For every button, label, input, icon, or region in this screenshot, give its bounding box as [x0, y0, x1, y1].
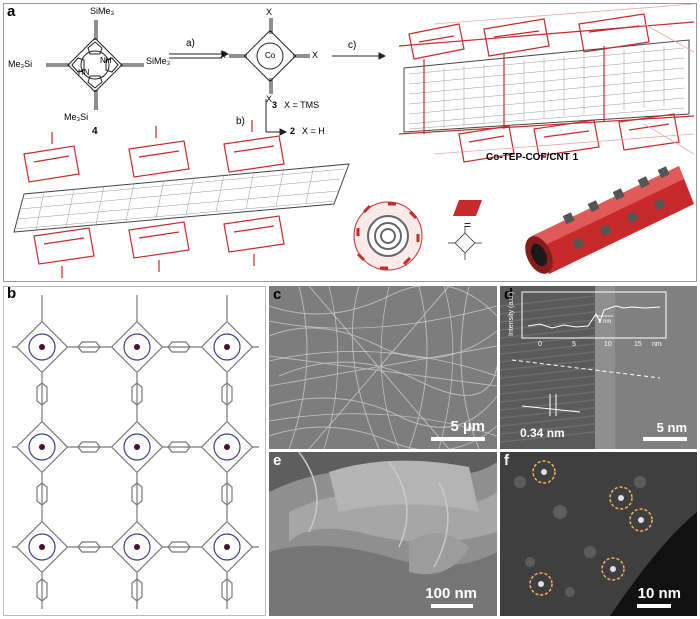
compound-3-porphyrin — [229, 18, 310, 94]
panel-e-scale-text: 100 nm — [425, 585, 477, 602]
scheme-graphics — [13, 4, 695, 278]
tms-left: Me₃Si — [8, 59, 33, 69]
equals-sign: = — [464, 218, 472, 232]
panel-d-tick-10: 10 — [604, 341, 612, 348]
panel-d-scale-text: 5 nm — [656, 420, 687, 435]
panel-c-scale-bar — [431, 437, 485, 441]
panel-b-label: b — [7, 285, 17, 302]
product-name: Co-TEP-COF/CNT 1 — [486, 152, 579, 163]
nh-label: NH — [100, 56, 112, 65]
reaction-arrows — [169, 50, 387, 136]
panel-f-scale-text: 10 nm — [637, 585, 681, 602]
compound-4-label: 4 — [92, 126, 98, 137]
compound-2-number: 2 — [290, 126, 296, 136]
x-bottom: X — [266, 94, 273, 104]
co-label: Co — [265, 51, 276, 60]
panel-d-tick-0: 0 — [538, 341, 542, 348]
compound-2-definition: X = H — [302, 126, 325, 136]
reagent-b: b) — [236, 116, 245, 127]
sem-sheets — [269, 452, 497, 616]
x-left: X — [220, 50, 227, 60]
panel-f: f 10 nm — [500, 452, 697, 616]
panel-d-scale-bar — [643, 437, 687, 441]
hn-label: HN — [78, 68, 90, 77]
compound-4-porphyrin — [46, 20, 144, 110]
cof-unit — [15, 320, 69, 374]
reagent-c: c) — [348, 40, 357, 51]
sem-nanotubes — [269, 286, 497, 449]
haadf-image — [500, 452, 697, 616]
panel-c-scale-text: 5 µm — [450, 418, 486, 435]
panel-e: e 100 nm — [269, 452, 497, 616]
single-atom-circles — [529, 460, 653, 596]
x-top: X — [266, 7, 273, 17]
panel-b: b — [3, 285, 266, 616]
tms-top: SiMe₃ — [90, 6, 115, 16]
panel-f-scale-bar — [637, 604, 671, 608]
panel-d-tick-15: 15 — [634, 341, 642, 348]
cnt-cross-section — [353, 201, 423, 271]
compound-3-number: 3 — [272, 100, 278, 110]
cnt-hybrid-bottom — [13, 120, 350, 278]
panel-d-tick-5: 5 — [572, 341, 576, 348]
reagent-a: a) — [186, 38, 195, 49]
tms-right: SiMe₃ — [146, 56, 171, 66]
compound-3-definition: X = TMS — [284, 100, 320, 110]
panel-a: a — [3, 3, 697, 282]
panel-e-scale-bar — [431, 604, 473, 608]
panel-d-inset-label: 1 nm — [598, 319, 612, 325]
cnt-3d-tube — [525, 166, 694, 274]
co-porphyrin-small — [448, 226, 482, 260]
panel-d-ylabel: Intensity (a.u.) — [508, 291, 515, 336]
panel-f-label: f — [504, 452, 509, 469]
panel-d-lattice-label: 0.34 nm — [520, 426, 565, 440]
panel-c-label: c — [273, 286, 282, 303]
panel-d: d Intensity (a.u.) 0 5 10 15 nm 1 nm 0.3… — [500, 286, 697, 449]
panel-c: c 5 µm — [269, 286, 497, 449]
profile-inset — [521, 291, 667, 339]
panel-a-label: a — [7, 3, 16, 20]
panel-e-label: e — [273, 452, 282, 469]
cof-framework-structure — [12, 295, 259, 609]
x-right: X — [312, 50, 319, 60]
panel-d-x-unit: nm — [652, 341, 662, 348]
cnt-hybrid-top — [398, 4, 695, 163]
hrtem-image — [500, 286, 697, 449]
panel-d-label: d — [504, 286, 514, 303]
cof-unit-symbol — [453, 200, 482, 216]
tms-bottom: Me₃Si — [64, 112, 89, 122]
